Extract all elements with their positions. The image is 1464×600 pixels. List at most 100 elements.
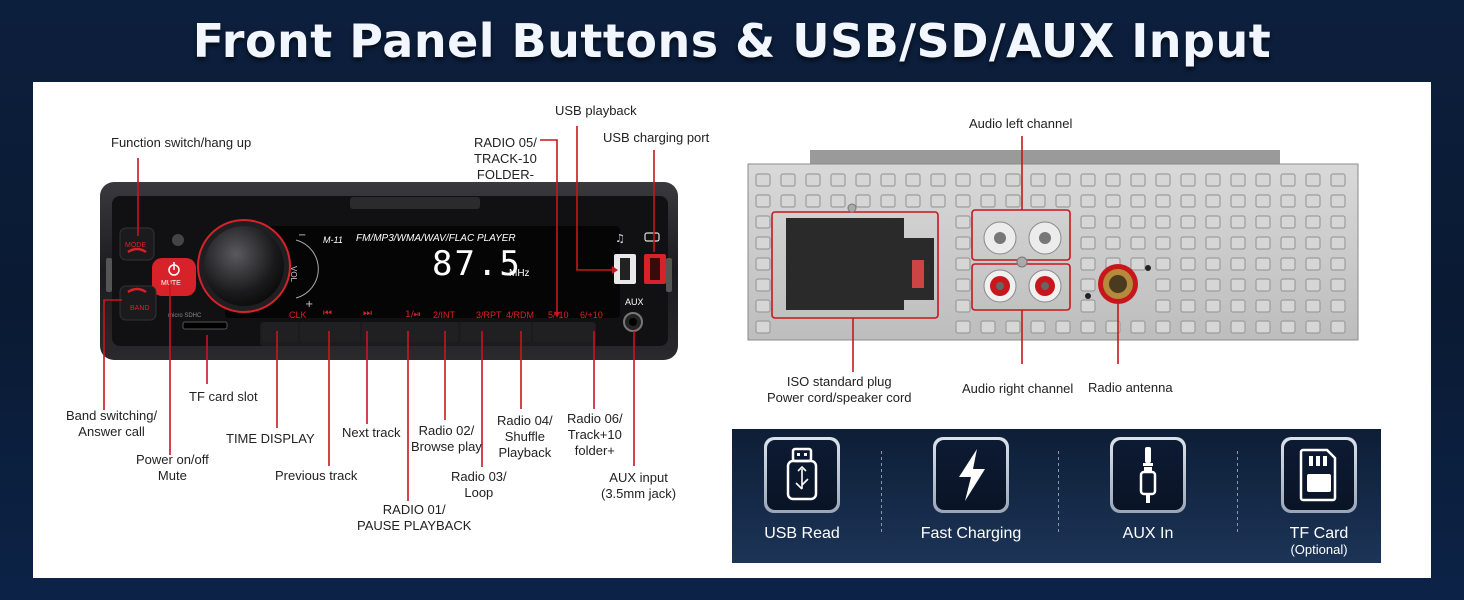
mute-button: [152, 258, 196, 296]
vent-hole: [1030, 173, 1046, 187]
button-2[interactable]: 2/INT: [433, 310, 456, 320]
vent-hole: [1205, 257, 1221, 271]
label-radio04: Radio 04/ Shuffle Playback: [497, 413, 553, 460]
vent-hole: [930, 194, 946, 208]
label-radio03: Radio 03/ Loop: [451, 469, 507, 500]
vent-hole: [1080, 194, 1096, 208]
vent-hole: [1280, 278, 1296, 292]
feature-label: USB Read: [764, 525, 840, 542]
vent-hole: [1230, 215, 1246, 229]
vent-hole: [1080, 299, 1096, 313]
vent-hole: [1105, 215, 1121, 229]
vent-hole: [1280, 194, 1296, 208]
vent-hole: [755, 173, 771, 187]
vent-hole: [1255, 194, 1271, 208]
vent-hole: [780, 173, 796, 187]
vent-hole: [1280, 173, 1296, 187]
divider: [1058, 451, 1059, 535]
vent-hole: [1230, 299, 1246, 313]
vent-hole: [1005, 320, 1021, 334]
vent-hole: [780, 194, 796, 208]
vent-hole: [980, 320, 996, 334]
label-power-mute: Power on/off Mute: [136, 452, 209, 483]
vent-hole: [1130, 194, 1146, 208]
vent-hole: [755, 257, 771, 271]
vent-hole: [1305, 215, 1321, 229]
vent-hole: [755, 236, 771, 250]
vent-hole: [855, 194, 871, 208]
vent-hole: [1330, 194, 1346, 208]
sd-card-icon: [1299, 448, 1337, 502]
vent-hole: [955, 299, 971, 313]
vent-hole: [1330, 257, 1346, 271]
vent-hole: [980, 194, 996, 208]
vent-hole: [1330, 320, 1346, 334]
vent-hole: [1155, 299, 1171, 313]
vent-hole: [1205, 236, 1221, 250]
vent-hole: [1305, 194, 1321, 208]
prev-button[interactable]: ⏮: [323, 308, 332, 319]
vent-hole: [1305, 236, 1321, 250]
label-radio01: RADIO 01/ PAUSE PLAYBACK: [357, 502, 472, 533]
mute-label[interactable]: MUTE: [161, 280, 181, 287]
vent-hole: [1205, 278, 1221, 292]
usb-drive-icon: [786, 447, 818, 501]
vent-hole: [1055, 320, 1071, 334]
vent-hole: [755, 215, 771, 229]
vent-hole: [1230, 278, 1246, 292]
vent-hole: [955, 194, 971, 208]
vent-hole: [930, 173, 946, 187]
vent-hole: [1080, 215, 1096, 229]
clk-button[interactable]: CLK: [289, 310, 307, 320]
vent-hole: [1130, 257, 1146, 271]
vent-hole: [1155, 320, 1171, 334]
vent-hole: [1305, 173, 1321, 187]
vent-hole: [1030, 194, 1046, 208]
vent-hole: [1255, 257, 1271, 271]
button-3[interactable]: 3/RPT: [476, 310, 502, 320]
label-function-switch: Function switch/hang up: [111, 135, 252, 150]
vent-hole: [1055, 194, 1071, 208]
vent-hole: [1155, 236, 1171, 250]
vent-hole: [1305, 257, 1321, 271]
vent-hole: [1280, 299, 1296, 313]
radio-model: M-11: [323, 235, 343, 245]
vent-hole: [1205, 194, 1221, 208]
vent-hole: [1130, 236, 1146, 250]
next-button[interactable]: ⏭: [363, 308, 372, 319]
vent-hole: [1155, 257, 1171, 271]
button-4[interactable]: 4/RDM: [506, 310, 535, 320]
vent-hole: [1205, 320, 1221, 334]
vent-hole: [1080, 278, 1096, 292]
rca-left-white: [983, 221, 1062, 255]
vent-hole: [955, 215, 971, 229]
vent-hole: [1080, 236, 1096, 250]
vent-hole: [1280, 236, 1296, 250]
vent-hole: [1130, 215, 1146, 229]
vent-hole: [755, 299, 771, 313]
feature-label: Fast Charging: [920, 525, 1022, 542]
button-1[interactable]: 1/⏯: [405, 310, 421, 320]
vent-hole: [905, 173, 921, 187]
feature-aux-in: AUX In: [1078, 437, 1218, 543]
vent-hole: [1055, 173, 1071, 187]
band-label[interactable]: BAND: [130, 305, 150, 312]
svg-text:−: −: [298, 230, 306, 241]
label-audio-left: Audio left channel: [969, 116, 1073, 131]
vent-hole: [880, 194, 896, 208]
feature-fast-charging: Fast Charging: [901, 437, 1041, 543]
divider: [881, 451, 882, 535]
lcd-display: [225, 226, 620, 318]
vent-hole: [1180, 215, 1196, 229]
mode-label[interactable]: MODE: [125, 242, 146, 249]
button-6[interactable]: 6/+10: [580, 310, 603, 320]
vent-hole: [1205, 215, 1221, 229]
vent-hole: [1180, 236, 1196, 250]
vent-hole: [1230, 320, 1246, 334]
vent-hole: [1230, 194, 1246, 208]
frequency-unit: MHz: [509, 268, 530, 279]
vent-hole: [1280, 320, 1296, 334]
vent-hole: [1330, 173, 1346, 187]
